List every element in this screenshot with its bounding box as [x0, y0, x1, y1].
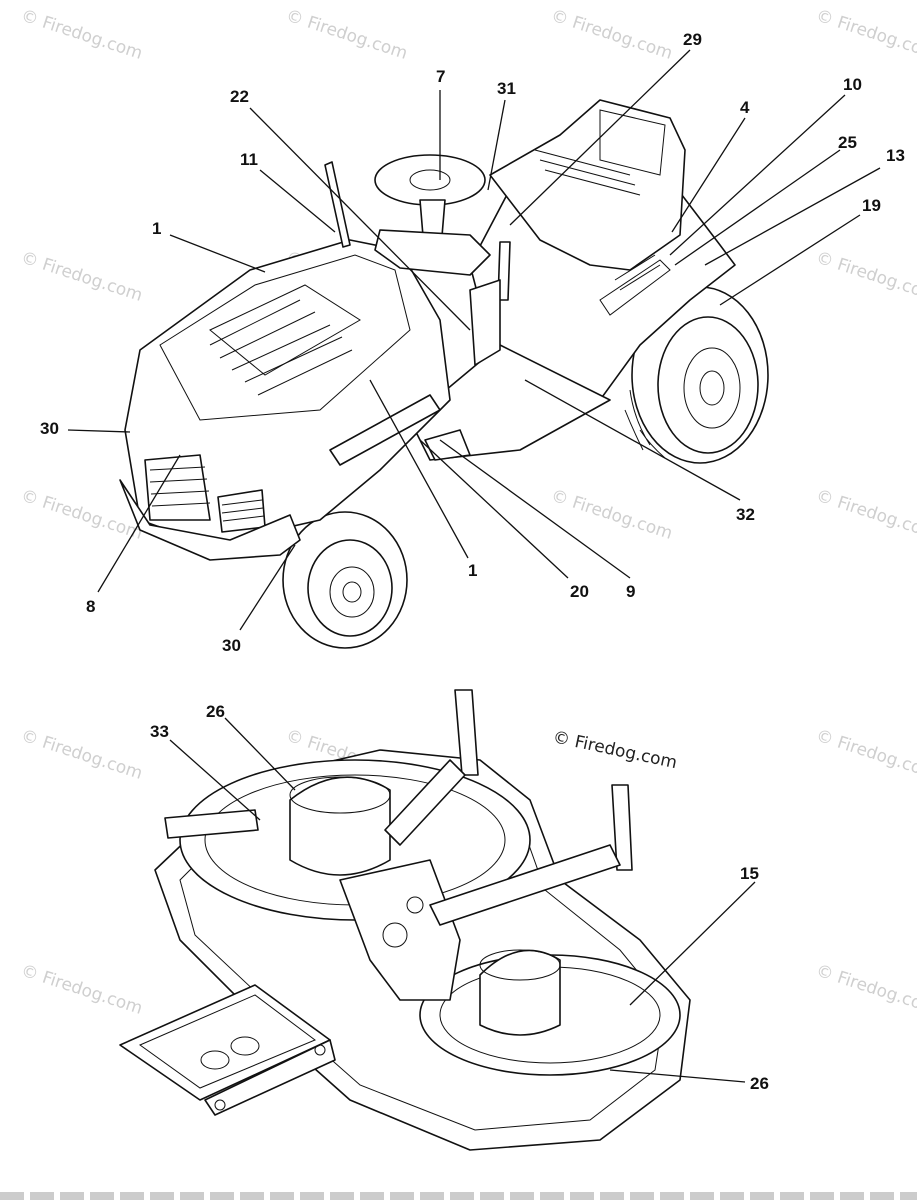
- tractor-illustration: [119, 99, 769, 649]
- callout-1-upper: 1: [152, 219, 161, 238]
- callout-7: 7: [436, 67, 445, 86]
- deck-callouts: 26 33 15 26: [150, 702, 769, 1093]
- callout-19: 19: [862, 196, 881, 215]
- callout-22: 22: [230, 87, 249, 106]
- callout-31: 31: [497, 79, 516, 98]
- right-pulley: [479, 949, 561, 1036]
- callout-4: 4: [740, 98, 750, 117]
- left-linkage: [164, 809, 259, 839]
- watermark: © Firedog.com: [283, 6, 409, 64]
- callout-9: 9: [626, 582, 635, 601]
- mower-deck-illustration: [119, 689, 691, 1151]
- watermark: © Firedog.com: [813, 486, 917, 544]
- right-hanger: [611, 784, 633, 871]
- callout-20: 20: [570, 582, 589, 601]
- tractor-callouts: 29 7 31 22 10 4 25 13 11 19 1 30 32 1 20…: [40, 30, 905, 655]
- steering-wheel: [374, 154, 486, 206]
- center-bracket: [339, 859, 461, 1001]
- bottom-edge-strip: [0, 1192, 917, 1200]
- callout-8: 8: [86, 597, 95, 616]
- callout-13: 13: [886, 146, 905, 165]
- callout-29: 29: [683, 30, 702, 49]
- callout-26-lower: 26: [750, 1074, 769, 1093]
- seat: [489, 99, 686, 271]
- front-bumper: [119, 479, 301, 561]
- watermark: © Firedog.com: [813, 726, 917, 784]
- callout-26-upper: 26: [206, 702, 225, 721]
- front-wheel: [282, 511, 408, 649]
- side-vent: [329, 394, 441, 466]
- callout-33: 33: [150, 722, 169, 741]
- callout-1-lower: 1: [468, 561, 477, 580]
- watermark: © Firedog.com: [18, 248, 144, 306]
- watermark: © Firedog.com: [18, 726, 144, 784]
- left-pulley: [289, 776, 391, 876]
- callout-11: 11: [240, 150, 258, 169]
- callout-32: 32: [736, 505, 755, 524]
- left-hanger: [454, 689, 479, 776]
- callout-30-front: 30: [40, 419, 59, 438]
- watermark-center: © Firedog.com: [551, 727, 679, 773]
- lift-arm: [429, 844, 621, 926]
- callout-15: 15: [740, 864, 759, 883]
- lift-lever: [324, 161, 351, 248]
- watermark: © Firedog.com: [813, 961, 917, 1019]
- deck-leader-lines: [169, 717, 756, 1083]
- watermark: © Firedog.com: [18, 961, 144, 1019]
- watermark: © Firedog.com: [548, 6, 674, 64]
- callout-30-bottom: 30: [222, 636, 241, 655]
- watermark: © Firedog.com: [548, 486, 674, 544]
- watermark: © Firedog.com: [813, 248, 917, 306]
- watermark: © Firedog.com: [18, 6, 144, 64]
- grille: [144, 454, 211, 521]
- watermark: © Firedog.com: [813, 6, 917, 64]
- callout-10: 10: [843, 75, 862, 94]
- tractor-leader-lines: [67, 49, 881, 631]
- callout-25: 25: [838, 133, 857, 152]
